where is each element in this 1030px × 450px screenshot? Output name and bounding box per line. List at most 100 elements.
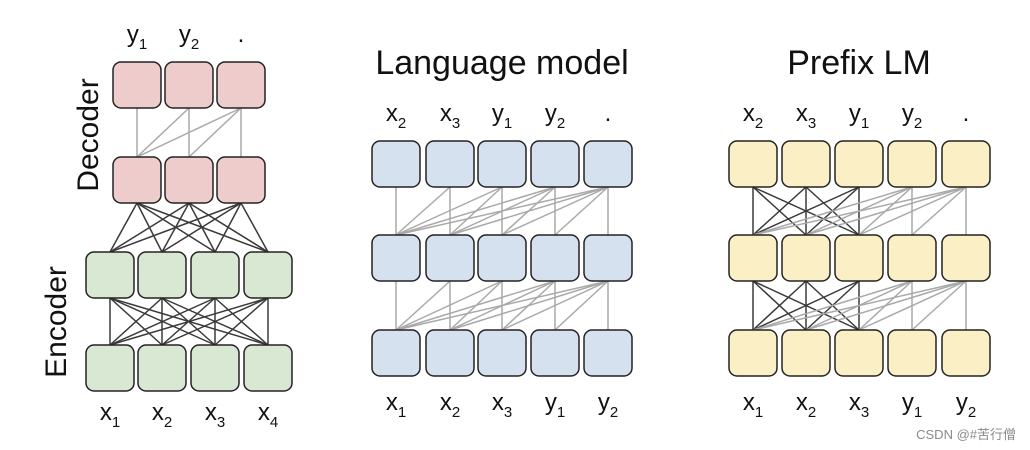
lm-box <box>425 140 475 188</box>
prefix-lm-title: Prefix LM <box>787 44 931 82</box>
token-label: y2 <box>956 389 976 421</box>
token-label: x2 <box>386 100 406 132</box>
token-label: x1 <box>743 389 763 421</box>
prefix-lm-box <box>728 234 778 282</box>
prefix-attention-line <box>752 186 807 236</box>
watermark: CSDN @#苦行僧 <box>916 427 1016 442</box>
token-label: y2 <box>545 100 565 132</box>
decoder-box <box>112 61 162 109</box>
prefix-lm-box <box>728 329 778 377</box>
token-label: x3 <box>205 399 225 431</box>
prefix-attention-line <box>752 280 860 331</box>
token-label: . <box>963 100 970 127</box>
lm-box <box>371 329 421 377</box>
causal-attention-line <box>805 280 967 331</box>
causal-attention-line <box>752 186 967 236</box>
causal-attention-line <box>449 280 609 331</box>
causal-attention-line <box>752 280 913 331</box>
encoder-box <box>190 251 240 299</box>
encoder-attention-line <box>109 297 163 346</box>
prefix-lm-box <box>941 329 991 377</box>
token-label: y2 <box>179 21 199 53</box>
token-label: . <box>605 100 612 127</box>
cross-attention-line <box>240 202 269 253</box>
encoder-box <box>137 344 187 392</box>
token-label: x2 <box>440 389 460 421</box>
prefix-lm-box <box>834 329 884 377</box>
causal-attention-line <box>395 186 556 236</box>
causal-attention-line <box>395 280 609 331</box>
lm-box <box>530 329 580 377</box>
encoder-attention-line <box>109 297 216 346</box>
decoder-box <box>216 61 266 109</box>
lm-box <box>477 329 527 377</box>
prefix-attention-line <box>752 186 860 236</box>
token-label: x3 <box>492 389 512 421</box>
prefix-lm-box <box>728 140 778 188</box>
prefix-lm-box <box>887 140 937 188</box>
prefix-lm-box <box>941 140 991 188</box>
lm-box <box>530 234 580 282</box>
encoder-attention-line <box>109 297 269 346</box>
token-label: y2 <box>598 389 618 421</box>
causal-attention-line <box>395 280 503 331</box>
encoder-attention-line <box>161 297 269 346</box>
decoder-box <box>164 61 214 109</box>
cross-attention-line <box>136 202 269 253</box>
prefix-lm-box <box>887 329 937 377</box>
cross-attention-line <box>109 202 138 253</box>
token-label: y1 <box>849 100 869 132</box>
lm-box <box>477 140 527 188</box>
token-label: x1 <box>386 389 406 421</box>
causal-attention-line <box>911 186 967 236</box>
causal-attention-line <box>858 186 967 236</box>
cross-attention-line <box>136 202 163 253</box>
lm-box <box>530 140 580 188</box>
cross-attention-line <box>188 202 269 253</box>
token-label: . <box>238 21 245 48</box>
encoder-box <box>85 251 135 299</box>
prefix-lm-box <box>834 140 884 188</box>
encoder-label: Encoder <box>40 266 73 378</box>
encoder-attention-line <box>214 297 269 346</box>
causal-attention-line <box>395 280 556 331</box>
token-label: x2 <box>743 100 763 132</box>
prefix-attention-line <box>752 280 807 331</box>
prefix-lm-box <box>781 329 831 377</box>
token-label: x3 <box>849 389 869 421</box>
decoder-box <box>112 156 162 204</box>
token-label: x2 <box>152 399 172 431</box>
causal-attention-line <box>911 280 967 331</box>
token-label: y2 <box>902 100 922 132</box>
token-label: y1 <box>902 389 922 421</box>
causal-attention-line <box>395 186 503 236</box>
token-label: y1 <box>545 389 565 421</box>
lm-box <box>371 234 421 282</box>
token-label: x1 <box>100 399 120 431</box>
prefix-lm-box <box>781 234 831 282</box>
causal-attention-line <box>554 186 609 236</box>
encoder-box <box>190 344 240 392</box>
attention-lines <box>109 107 967 346</box>
decoder-box <box>216 156 266 204</box>
encoder-box <box>243 344 293 392</box>
diagram-labels: Decoder Encoder Language model Prefix LM… <box>40 21 1016 442</box>
token-label: x3 <box>796 100 816 132</box>
causal-attention-line <box>395 280 451 331</box>
causal-attention-line <box>554 280 609 331</box>
token-label: x2 <box>796 389 816 421</box>
causal-attention-line <box>752 186 913 236</box>
prefix-lm-box <box>781 140 831 188</box>
lm-box <box>477 234 527 282</box>
decoder-label: Decoder <box>72 78 105 191</box>
causal-attention-line <box>752 280 967 331</box>
lm-box <box>371 140 421 188</box>
cross-attention-line <box>136 202 216 253</box>
prefix-lm-box <box>941 234 991 282</box>
causal-attention-line <box>501 186 609 236</box>
lm-box <box>425 329 475 377</box>
token-label: x4 <box>258 399 278 431</box>
lm-box <box>583 234 633 282</box>
decoder-box <box>164 156 214 204</box>
prefix-lm-box <box>834 234 884 282</box>
